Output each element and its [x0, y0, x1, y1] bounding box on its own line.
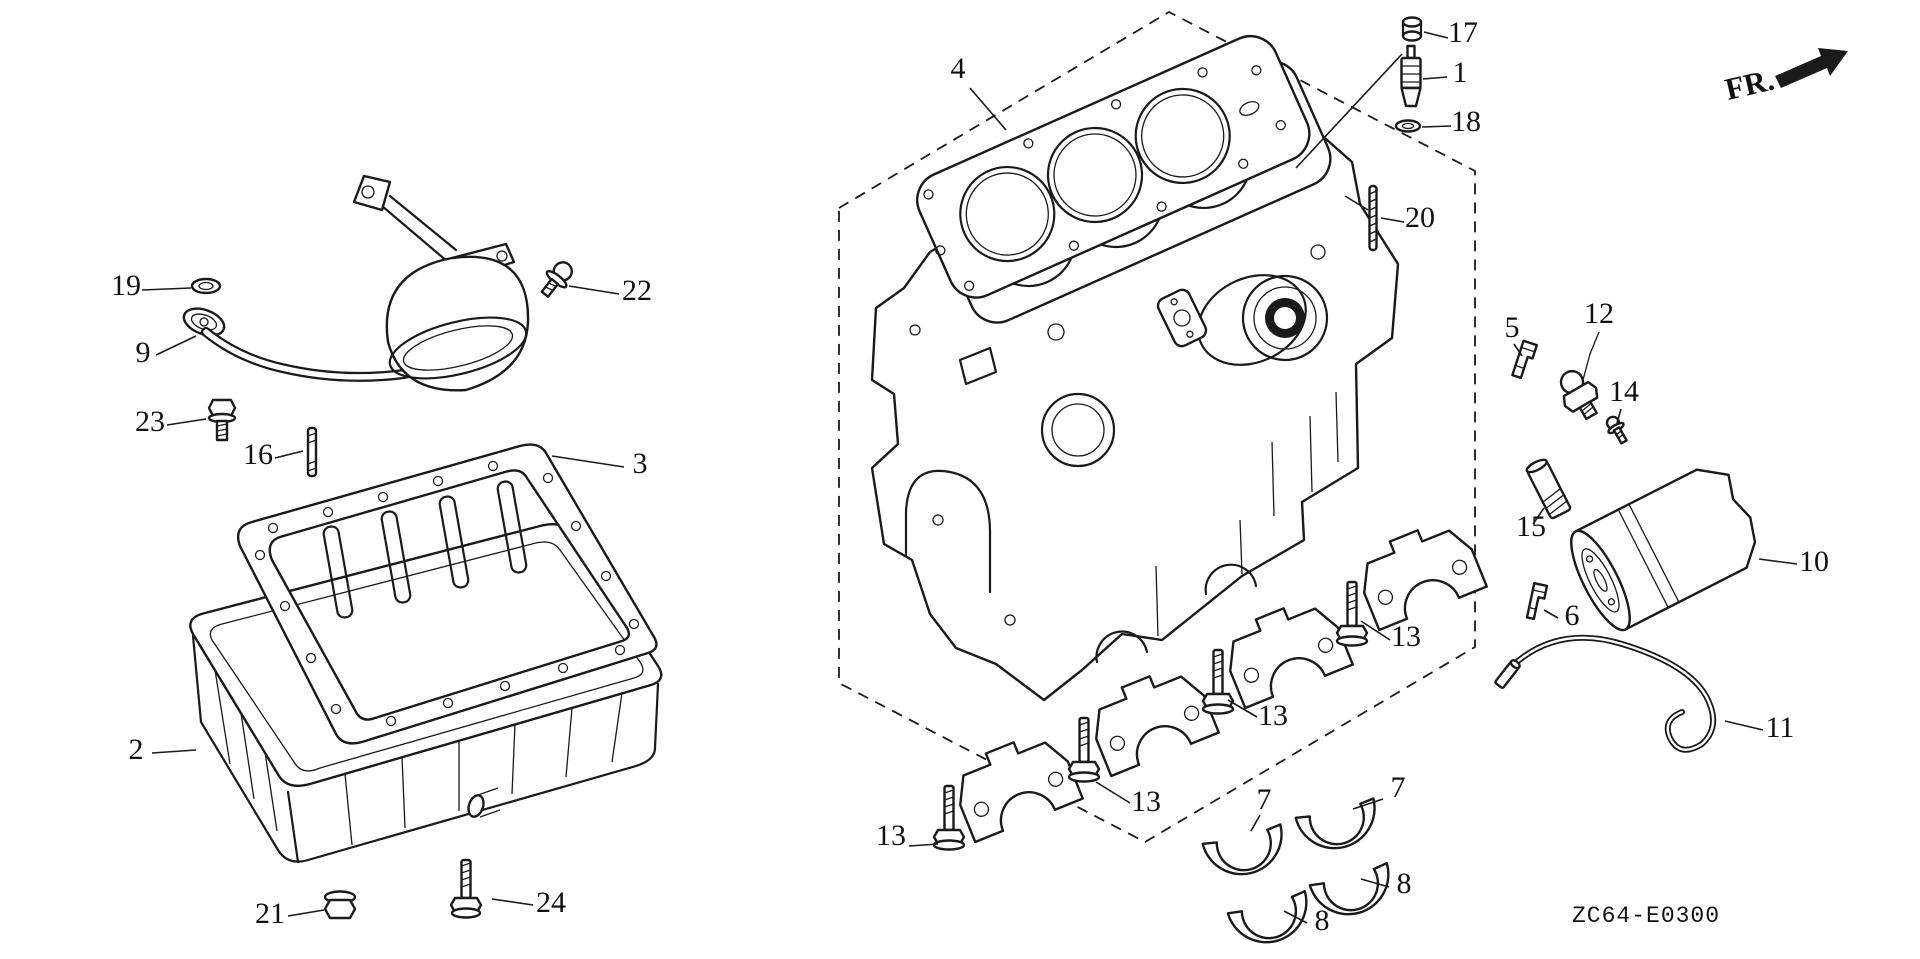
oil-pickup — [182, 174, 573, 478]
callout-9: 9 — [136, 336, 151, 369]
callout-10: 10 — [1799, 545, 1829, 578]
callout-13: 13 — [1258, 699, 1288, 732]
fr-direction-arrow: FR. — [1722, 48, 1848, 107]
pickup-bracket-bolt — [540, 261, 573, 298]
oil-jet — [1400, 44, 1422, 108]
stud-20 — [1368, 184, 1378, 252]
cap-bolt — [1335, 580, 1369, 647]
oil-jet-group — [1295, 16, 1423, 252]
callout-14: 14 — [1609, 375, 1639, 408]
oil-pressure-switch — [1559, 369, 1599, 421]
pickup-flange — [182, 307, 226, 337]
callout-13: 13 — [1391, 620, 1421, 653]
sensor-wire — [1494, 634, 1716, 753]
callout-4: 4 — [951, 52, 966, 85]
callout-13: 13 — [876, 819, 906, 852]
head-gasket — [916, 35, 1311, 299]
diagram-code: ZC64-E0300 — [1572, 903, 1720, 929]
thrust-washer — [1201, 823, 1283, 876]
bearing-cap — [959, 741, 1084, 844]
callout-labels: 17 1 18 20 4 19 9 22 23 16 3 2 21 24 5 1… — [111, 16, 1829, 937]
callout-22: 22 — [622, 274, 652, 307]
callout-11: 11 — [1766, 711, 1795, 744]
oil-jet-washer — [1394, 119, 1422, 133]
callout-17: 17 — [1448, 16, 1478, 49]
callout-13: 13 — [1131, 785, 1161, 818]
callout-21: 21 — [255, 897, 285, 930]
callout-18: 18 — [1451, 105, 1481, 138]
oil-pan-baffle-slots — [322, 480, 528, 619]
bearing-cap — [1095, 675, 1220, 778]
cap-bolt — [1067, 716, 1101, 783]
drain-plug — [323, 890, 357, 920]
callout-6: 6 — [1565, 599, 1580, 632]
filter-joint — [1525, 458, 1572, 520]
callout-23: 23 — [135, 405, 165, 438]
pickup-flange-bolt — [207, 398, 237, 442]
callout-24: 24 — [536, 886, 566, 919]
cap-bolt — [1201, 648, 1235, 715]
pickup-washer — [190, 277, 222, 295]
thrust-washers — [1201, 797, 1390, 944]
stud-16 — [306, 426, 318, 478]
oil-pan-gasket — [236, 443, 658, 745]
bearing-cap — [1363, 529, 1488, 632]
callout-7: 7 — [1391, 771, 1406, 804]
callout-15: 15 — [1516, 510, 1546, 543]
oil-pan-drain-boss — [467, 787, 501, 818]
callout-8: 8 — [1315, 904, 1330, 937]
dashed-boundary — [838, 10, 1476, 844]
block-details — [904, 244, 1339, 664]
right-side-parts — [1494, 339, 1757, 753]
oil-pan-ribs — [214, 669, 623, 846]
oil-jet-cap — [1401, 16, 1423, 42]
thrust-washer — [1226, 890, 1308, 944]
callout-16: 16 — [243, 438, 273, 471]
fr-label: FR. — [1722, 62, 1778, 107]
clip-5 — [1511, 339, 1539, 380]
callout-1: 1 — [1453, 56, 1468, 89]
callout-5: 5 — [1505, 311, 1520, 344]
cap-bolt — [932, 784, 966, 851]
gasket-bolt-holes — [254, 460, 640, 727]
callout-8: 8 — [1397, 867, 1412, 900]
callout-7: 7 — [1257, 783, 1272, 816]
cylinder-block — [870, 35, 1400, 702]
bearing-caps — [959, 529, 1488, 844]
bearing-cap — [1229, 607, 1354, 710]
leader-lines — [141, 31, 1798, 924]
pickup-strainer — [385, 255, 530, 392]
switch-bolt — [1605, 415, 1628, 445]
callout-2: 2 — [129, 733, 144, 766]
clip-6 — [1525, 581, 1549, 621]
oil-filter — [1570, 468, 1757, 632]
callout-3: 3 — [633, 447, 648, 480]
thrust-washer — [1294, 797, 1376, 850]
callout-20: 20 — [1405, 201, 1435, 234]
callout-19: 19 — [111, 269, 141, 302]
oil-pan — [189, 480, 663, 864]
thrust-washer — [1308, 862, 1390, 916]
callout-12: 12 — [1584, 297, 1614, 330]
fr-arrow-icon — [1775, 48, 1848, 88]
pan-bolt — [449, 858, 483, 919]
